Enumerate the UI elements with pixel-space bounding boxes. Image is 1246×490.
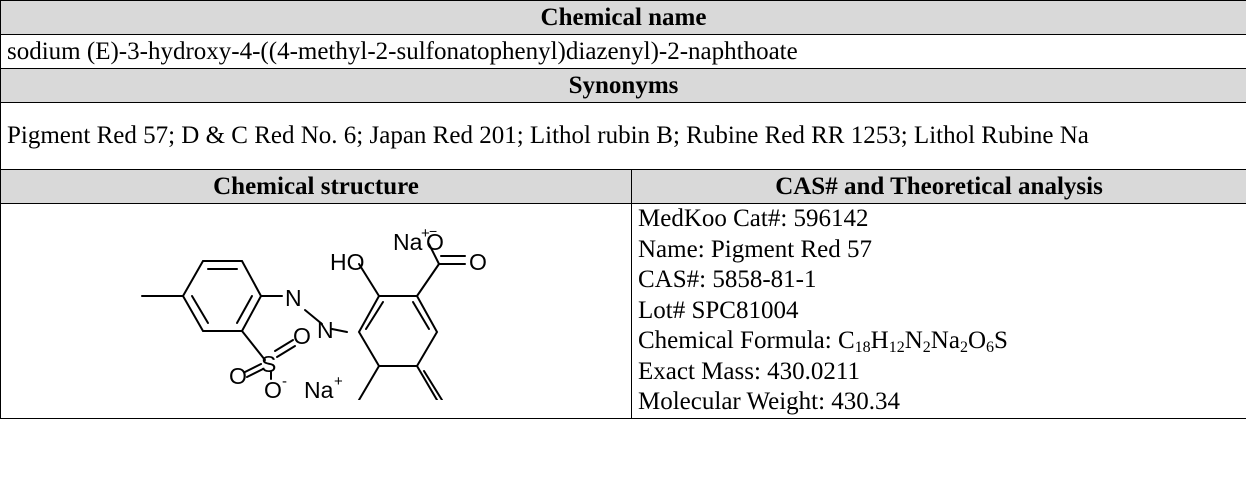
- atom-ho: HO: [330, 249, 365, 275]
- compound-name: Name: Pigment Red 57: [638, 235, 872, 263]
- atom-n2: N: [317, 317, 334, 343]
- formula-el-n: N: [904, 327, 923, 354]
- chemical-name-header: Chemical name: [0, 0, 1246, 35]
- atom-plus-bottom: +: [334, 373, 343, 390]
- cat-number: MedKoo Cat#: 596142: [638, 205, 869, 232]
- synonyms-value: Pigment Red 57; D & C Red No. 6; Japan R…: [0, 102, 1246, 170]
- formula-sub-n: 2: [922, 339, 931, 356]
- formula-el-h: H: [870, 327, 889, 354]
- cas-analysis-header: CAS# and Theoretical analysis: [630, 169, 1246, 204]
- formula-sub-h: 12: [888, 339, 905, 356]
- atom-n1: N: [285, 285, 302, 311]
- chemical-formula: Chemical Formula: C18H12N2Na2O6S: [638, 326, 1240, 357]
- exact-mass: Exact Mass: 430.0211: [638, 357, 860, 385]
- chemical-name-value: sodium (E)-3-hydroxy-4-((4-methyl-2-sulf…: [0, 34, 1246, 69]
- atom-o-sulfo-left: O: [229, 363, 247, 389]
- atom-na-bottom: Na: [304, 377, 334, 400]
- atom-o-carboxylate: O: [426, 229, 444, 255]
- chemical-structure-header: Chemical structure: [0, 169, 632, 204]
- atom-o-sulfo-bottom: O: [264, 377, 282, 400]
- formula-el-c: C: [837, 327, 855, 354]
- atom-s: S: [261, 351, 276, 377]
- atom-o-carbonyl: O: [469, 249, 487, 275]
- formula-label: Chemical Formula:: [638, 327, 838, 354]
- atom-o-sulfo-right: O: [293, 323, 311, 349]
- molecular-weight: Molecular Weight: 430.34: [638, 388, 901, 415]
- formula-sub-na: 2: [959, 339, 968, 356]
- structure-cell: Na + O − O HO N N S O O O - Na +: [0, 203, 632, 435]
- spec-table: Chemical name sodium (E)-3-hydroxy-4-((4…: [0, 0, 1246, 435]
- formula-el-o: O: [967, 327, 986, 354]
- formula-el-s: S: [994, 327, 1008, 354]
- cas-number: CAS#: 5858-81-1: [638, 266, 817, 293]
- analysis-cell: MedKoo Cat#: 596142 Name: Pigment Red 57…: [630, 203, 1246, 419]
- atom-minus-top: −: [429, 223, 437, 239]
- lot-number: Lot# SPC81004: [638, 296, 799, 324]
- chemical-structure-drawing: Na + O − O HO N N S O O O - Na +: [141, 223, 487, 435]
- synonyms-header: Synonyms: [0, 68, 1246, 103]
- atom-na-top: Na: [393, 229, 423, 255]
- atom-plus-top: +: [421, 225, 430, 242]
- formula-sub-o: 6: [986, 339, 994, 356]
- formula-el-na: Na: [930, 327, 960, 354]
- formula-sub-c: 18: [854, 339, 871, 356]
- atom-minus-bottom: -: [282, 373, 287, 390]
